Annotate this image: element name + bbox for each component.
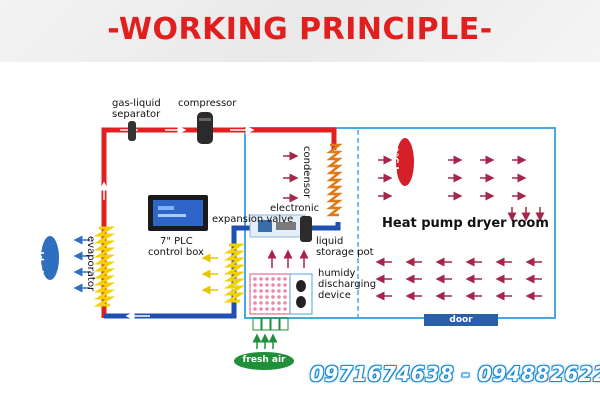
cold-air-label: cold air [34,240,44,278]
fan-icon [296,280,306,292]
hot-air-flow-arrows [375,155,545,301]
evaporator-coil-left [93,226,116,307]
liquid-storage-pot-label-2: storage pot [316,247,374,258]
header-banner [0,0,600,62]
hot-air-badge [396,138,414,186]
control-box-label-2: control box [148,247,204,258]
door-icon [424,314,498,326]
evaporator-coil-inner [223,243,246,303]
humidity-device-label-3: device [318,290,351,301]
expansion-valve-label-2: expansion valve [212,214,294,225]
condensor-coil [326,143,343,217]
control-box-label-1: 7" PLC [160,236,193,247]
cold-air-badge [41,236,59,280]
humidity-filter [249,273,291,315]
hot-air-label: 80℃ hot air [389,140,399,201]
gas-liquid-separator-label-2: separator [112,109,161,120]
page-title: -WORKING PRINCIPLE- [107,12,493,47]
liquid-storage-pot-icon [300,216,312,242]
gas-liquid-separator-icon [128,121,136,141]
compressor-label: compressor [178,98,237,109]
phone-numbers: 0971674638 - 0948826226 [310,362,600,386]
hot-pipe [101,127,337,318]
fresh-air-badge [234,352,294,370]
room-outline [244,127,556,319]
expansion-valve-label-1: electronic [270,203,320,214]
humidity-device-label-1: humidy [318,268,356,279]
evaporator-label: evaporator [85,236,96,292]
door-label: door [449,315,473,325]
condensor-label: condensor [301,146,312,199]
compressor-icon [197,112,213,144]
gas-liquid-separator-label-1: gas-liquid [112,98,161,109]
dryer-room-label: Heat pump dryer room [382,216,549,231]
fresh-air-label: fresh air [242,355,286,365]
humidity-device-label-2: discharging [318,279,377,290]
liquid-storage-pot-label-1: liquid [316,236,344,247]
cold-pipe [104,222,341,319]
